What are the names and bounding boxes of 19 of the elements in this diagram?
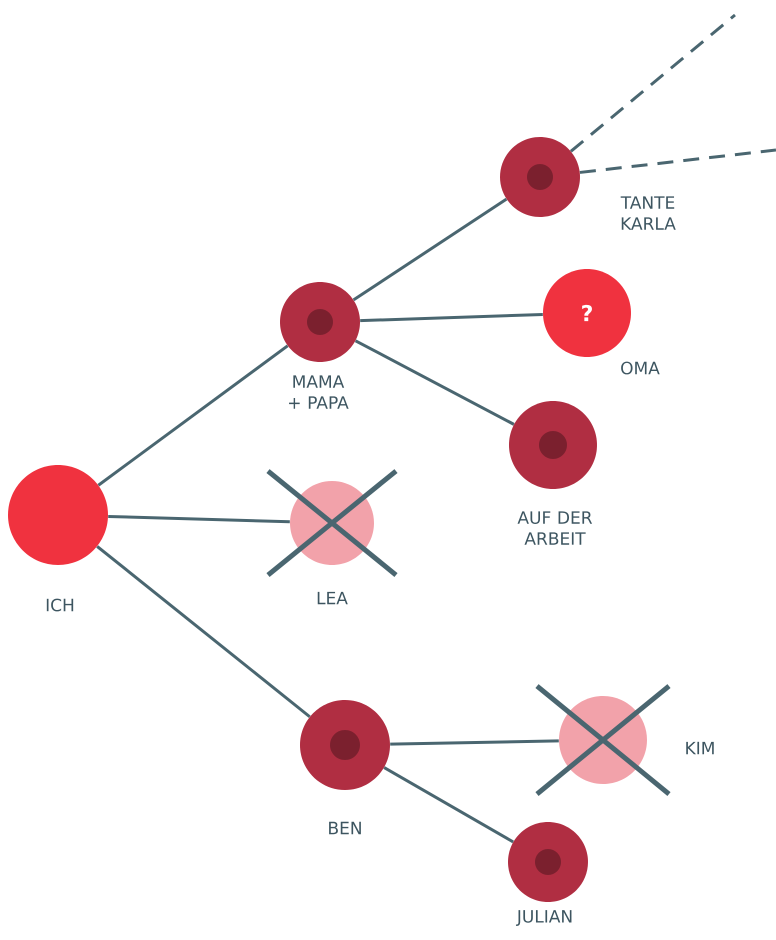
connector-line — [360, 313, 543, 322]
connector-line — [580, 148, 776, 174]
person-label: AUF DER ARBEIT — [518, 511, 592, 545]
person-label: BEN — [329, 822, 361, 834]
connector-line — [96, 545, 311, 718]
connector-line — [98, 344, 289, 486]
connector-line — [390, 739, 559, 746]
connector-line — [570, 14, 736, 152]
connector-line — [383, 766, 514, 844]
person-label: MAMA + PAPA — [289, 375, 349, 409]
connector-line — [108, 514, 290, 524]
person-label: LEA — [318, 592, 348, 604]
person-label: TANTE KARLA — [620, 196, 676, 230]
person-label: OMA — [621, 362, 660, 374]
person-label: KIM — [686, 742, 714, 754]
connector-line — [354, 339, 515, 426]
person-label: ICH — [46, 598, 74, 612]
connector-line — [352, 198, 508, 302]
person-label: JULIAN — [516, 910, 572, 926]
